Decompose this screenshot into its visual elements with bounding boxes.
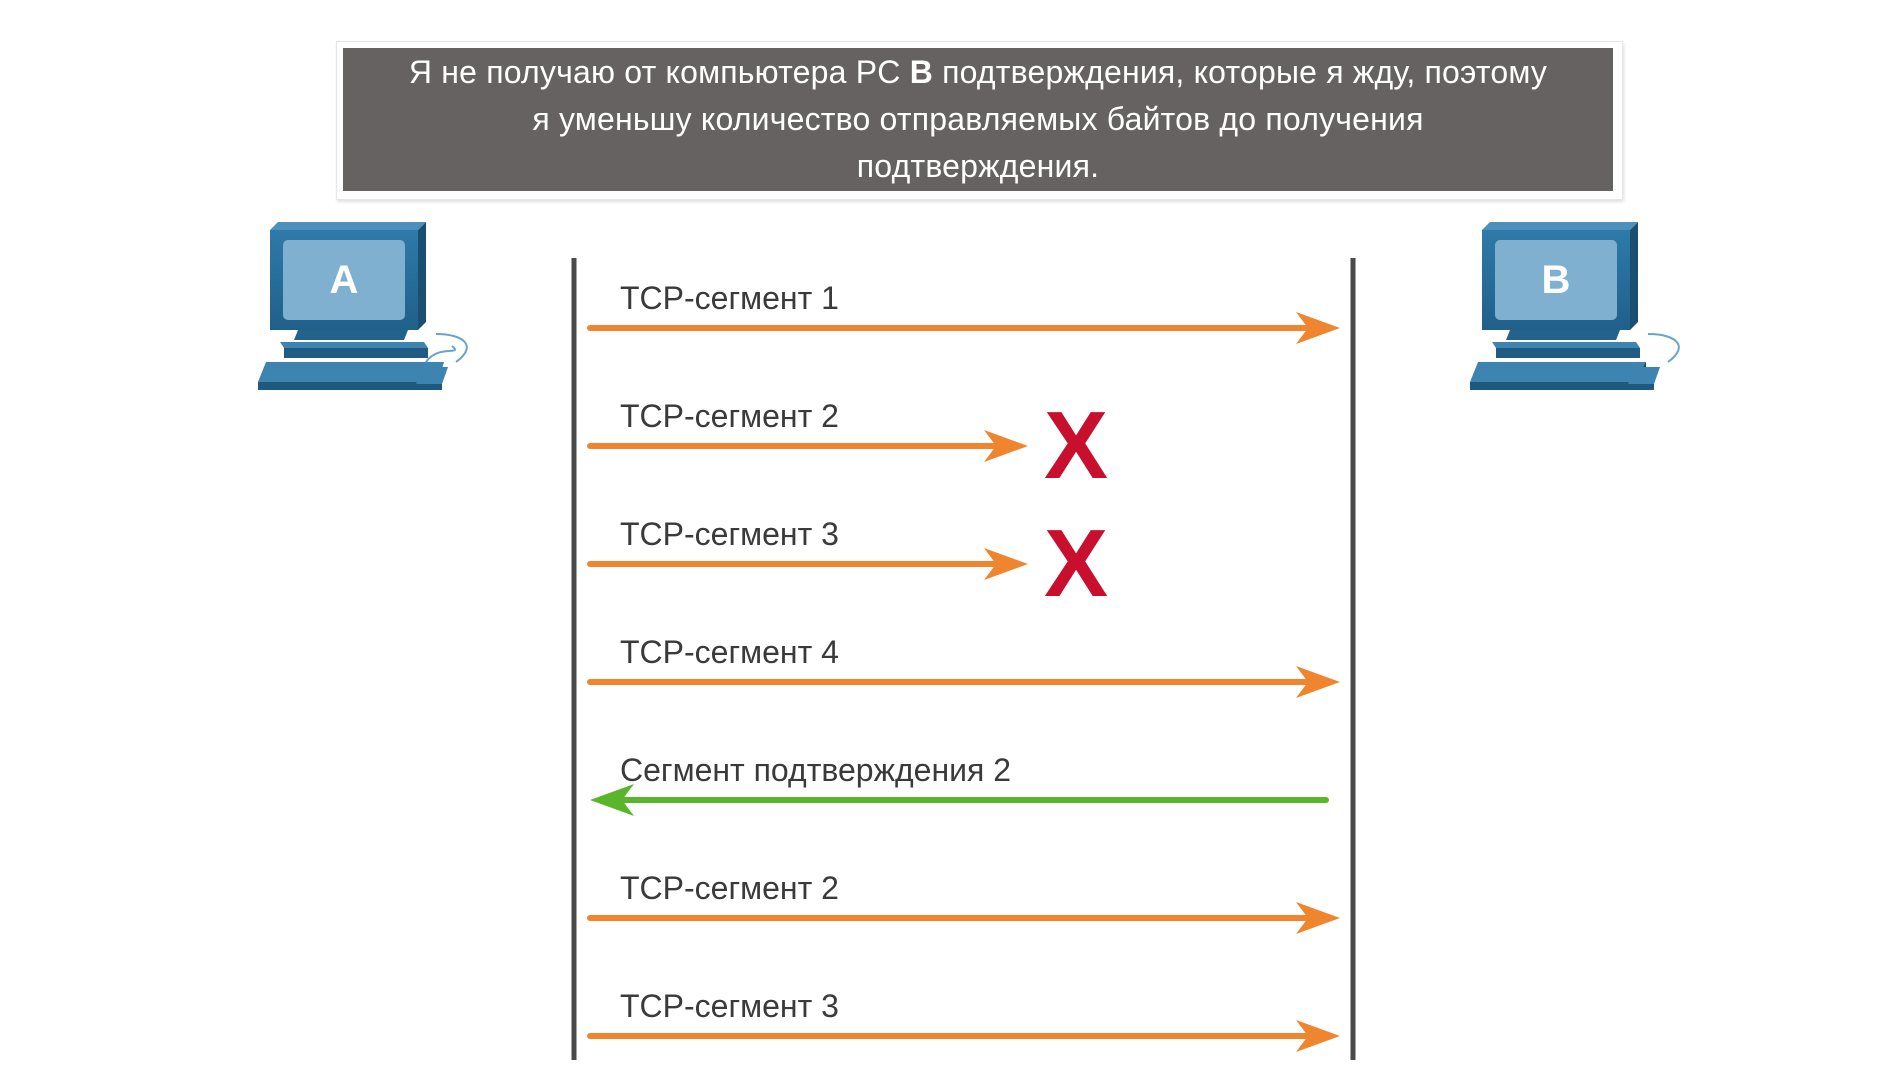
computer-a-icon: A — [258, 222, 468, 390]
segment-arrowhead — [984, 430, 1028, 462]
segment-label: TCP-сегмент 3 — [620, 988, 839, 1024]
segment-label: TCP-сегмент 3 — [620, 516, 839, 552]
lost-segment-x-mark: X — [1044, 510, 1108, 617]
segment-arrow — [587, 548, 1028, 580]
segment-label: TCP-сегмент 1 — [620, 280, 839, 316]
segment-arrow — [587, 312, 1340, 344]
segment-arrow — [587, 666, 1340, 698]
callout-line-2: я уменьшу количество отправляемых байтов… — [532, 101, 1424, 137]
segment-arrowhead — [1296, 666, 1340, 698]
callout-line-1: Я не получаю от компьютера PC B подтверж… — [343, 49, 1613, 96]
callout-message: Я не получаю от компьютера PC B подтверж… — [343, 48, 1613, 191]
computer-b-icon: B — [1470, 222, 1680, 390]
segment-arrowhead — [1296, 902, 1340, 934]
segment-label: TCP-сегмент 2 — [620, 398, 839, 434]
segment-arrow — [587, 1020, 1340, 1052]
computer-b-label: B — [1542, 258, 1571, 302]
segment-label: Сегмент подтверждения 2 — [620, 752, 1012, 788]
callout-text-bold: B — [909, 54, 933, 90]
computer-a-label: A — [330, 258, 359, 302]
segment-arrowhead — [1296, 312, 1340, 344]
callout-line-3: подтверждения. — [856, 148, 1100, 184]
segment-label: TCP-сегмент 2 — [620, 870, 839, 906]
segment-arrowhead — [590, 784, 634, 816]
segment-arrowhead — [984, 548, 1028, 580]
segment-arrow — [587, 430, 1028, 462]
lost-segment-x-mark: X — [1044, 392, 1108, 499]
segment-arrow — [590, 784, 1329, 816]
segment-arrowhead — [1296, 1020, 1340, 1052]
segment-label: TCP-сегмент 4 — [620, 634, 839, 670]
segment-arrow — [587, 902, 1340, 934]
callout-text-before-bold: Я не получаю от компьютера PC — [408, 54, 910, 90]
callout-text-line1-after: подтверждения, которые я жду, поэтому — [933, 54, 1548, 90]
arrows-layer: XX — [587, 312, 1340, 1052]
